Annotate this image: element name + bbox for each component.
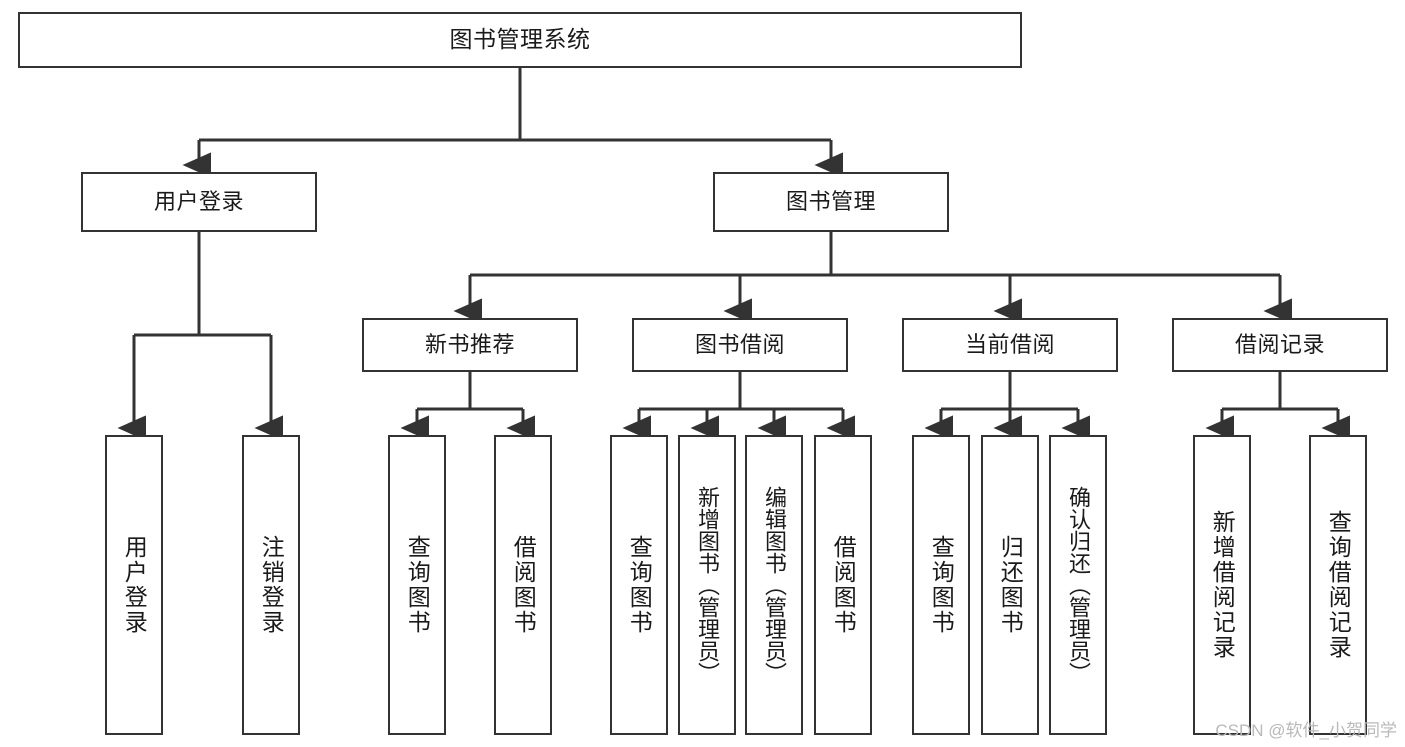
node-label-user-login: 用户登录 (153, 189, 244, 215)
leaf-recommend-borrow-book[interactable]: 借阅图书 (494, 435, 552, 735)
node-root-system[interactable]: 图书管理系统 (18, 12, 1022, 68)
leaf-borrow-borrow-book[interactable]: 借阅图书 (814, 435, 872, 735)
node-label-root: 图书管理系统 (449, 26, 591, 53)
leaf-label-recommend-query-book: 查询图书 (404, 535, 431, 635)
leaf-current-query-book[interactable]: 查询图书 (912, 435, 970, 735)
leaf-record-add-record[interactable]: 新增借阅记录 (1193, 435, 1251, 735)
node-label-current-borrow: 当前借阅 (964, 332, 1055, 358)
node-new-book-recommend[interactable]: 新书推荐 (362, 318, 578, 372)
leaf-label-borrow-borrow-book: 借阅图书 (830, 535, 857, 635)
node-current-borrow[interactable]: 当前借阅 (902, 318, 1118, 372)
leaf-record-query-record[interactable]: 查询借阅记录 (1309, 435, 1367, 735)
leaf-label-borrow-add-book-admin: 新增图书（管理员） (695, 486, 720, 684)
leaf-label-current-query-book: 查询图书 (928, 535, 955, 635)
node-book-borrow[interactable]: 图书借阅 (632, 318, 848, 372)
leaf-current-confirm-return-admin[interactable]: 确认归还（管理员） (1049, 435, 1107, 735)
leaf-label-borrow-edit-book-admin: 编辑图书（管理员） (762, 486, 787, 684)
leaf-current-return-book[interactable]: 归还图书 (981, 435, 1039, 735)
node-label-borrow-record: 借阅记录 (1234, 332, 1325, 358)
leaf-label-record-add-record: 新增借阅记录 (1209, 510, 1236, 660)
node-user-login[interactable]: 用户登录 (81, 172, 317, 232)
leaf-user-login-logout[interactable]: 注销登录 (242, 435, 300, 735)
leaf-borrow-add-book-admin[interactable]: 新增图书（管理员） (678, 435, 736, 735)
leaf-label-record-query-record: 查询借阅记录 (1325, 510, 1352, 660)
leaf-borrow-edit-book-admin[interactable]: 编辑图书（管理员） (745, 435, 803, 735)
node-book-management[interactable]: 图书管理 (713, 172, 949, 232)
node-borrow-record[interactable]: 借阅记录 (1172, 318, 1388, 372)
leaf-label-current-confirm-return-admin: 确认归还（管理员） (1066, 486, 1091, 684)
node-label-book-borrow: 图书借阅 (694, 332, 785, 358)
leaf-user-login-login[interactable]: 用户登录 (105, 435, 163, 735)
leaf-label-user-login-logout: 注销登录 (258, 535, 285, 635)
node-label-book-management: 图书管理 (785, 189, 876, 215)
watermark-text: CSDN @软件_小贺同学 (1215, 721, 1397, 740)
node-label-new-book-recommend: 新书推荐 (424, 332, 515, 358)
leaf-label-recommend-borrow-book: 借阅图书 (510, 535, 537, 635)
leaf-borrow-query-book[interactable]: 查询图书 (610, 435, 668, 735)
leaf-label-current-return-book: 归还图书 (997, 535, 1024, 635)
leaf-label-borrow-query-book: 查询图书 (626, 535, 653, 635)
leaf-recommend-query-book[interactable]: 查询图书 (388, 435, 446, 735)
leaf-label-user-login-login: 用户登录 (121, 535, 148, 635)
